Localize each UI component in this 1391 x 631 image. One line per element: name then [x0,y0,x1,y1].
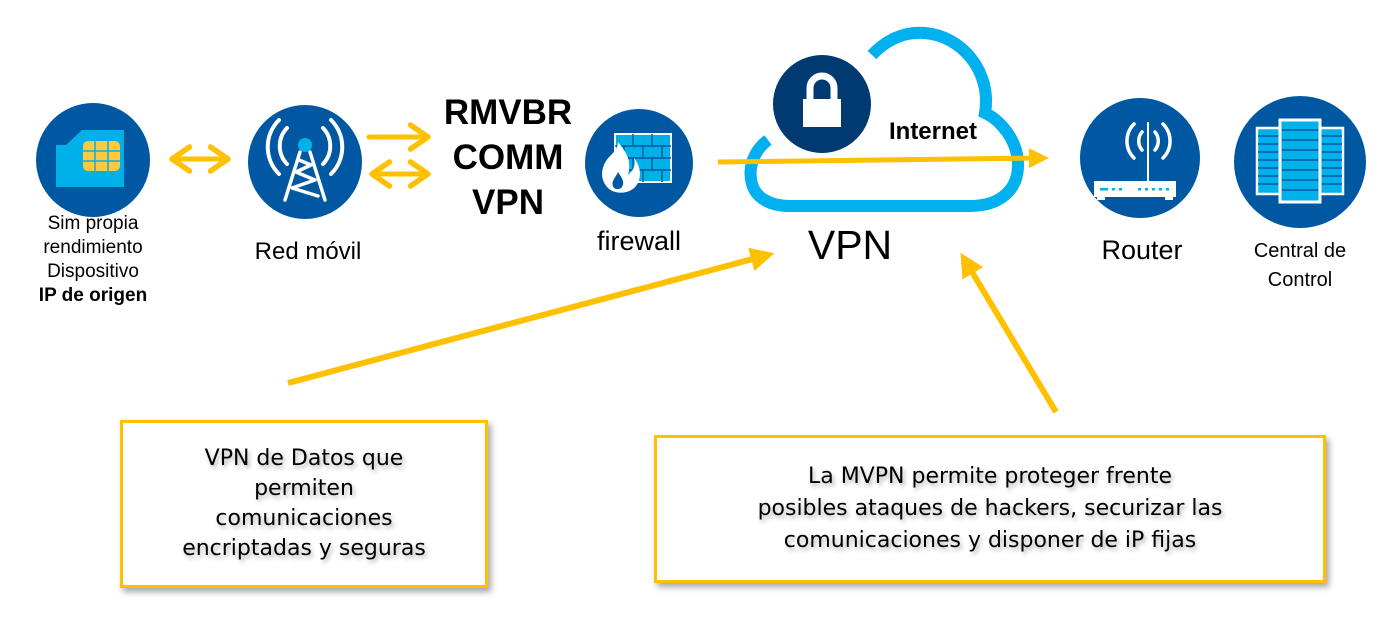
firewall-icon [585,109,693,217]
arrow-note-left-to-vpn [287,247,775,386]
vpn-label: VPN [807,222,893,268]
internet-label: Internet [888,118,977,145]
note-text: VPN de Datos que permiten comunicaciones… [182,446,426,561]
rmvbr-line: COMM [452,138,564,177]
note-box-mvpn: La MVPN permite proteger frente posibles… [654,435,1326,583]
cell-tower-icon [248,105,362,219]
note-text: La MVPN permite proteger frente posibles… [757,464,1223,553]
sim-label-ip: IP de origen [38,285,148,306]
rmvbr-title: RMVBR COMM VPN [428,90,588,225]
sim-label-line: Sim propia [47,213,139,234]
sim-card-icon [36,103,150,217]
central-control-label: Central de Control [1232,237,1368,295]
rmvbr-line: RMVBR [443,93,573,132]
server-rack-icon [1234,96,1366,228]
note-box-vpn-datos: VPN de Datos que permiten comunicaciones… [120,420,488,588]
router-icon [1080,98,1200,218]
cloud-icon [744,26,1025,212]
red-movil-label: Red móvil [254,238,362,265]
firewall-label: firewall [596,226,682,256]
central-label-line: Control [1267,269,1333,291]
router-label: Router [1101,235,1183,265]
arrow-note-right-to-vpn [960,252,1059,414]
sim-label-line: Dispositivo [47,261,139,282]
central-label-line: Central de [1253,240,1347,262]
sim-label-line: rendimiento [43,237,143,258]
lock-icon [773,55,871,153]
arrow-internet-to-router [717,148,1049,169]
sim-label: Sim propia rendimiento Dispositivo IP de… [16,212,170,308]
rmvbr-line: VPN [472,183,544,222]
